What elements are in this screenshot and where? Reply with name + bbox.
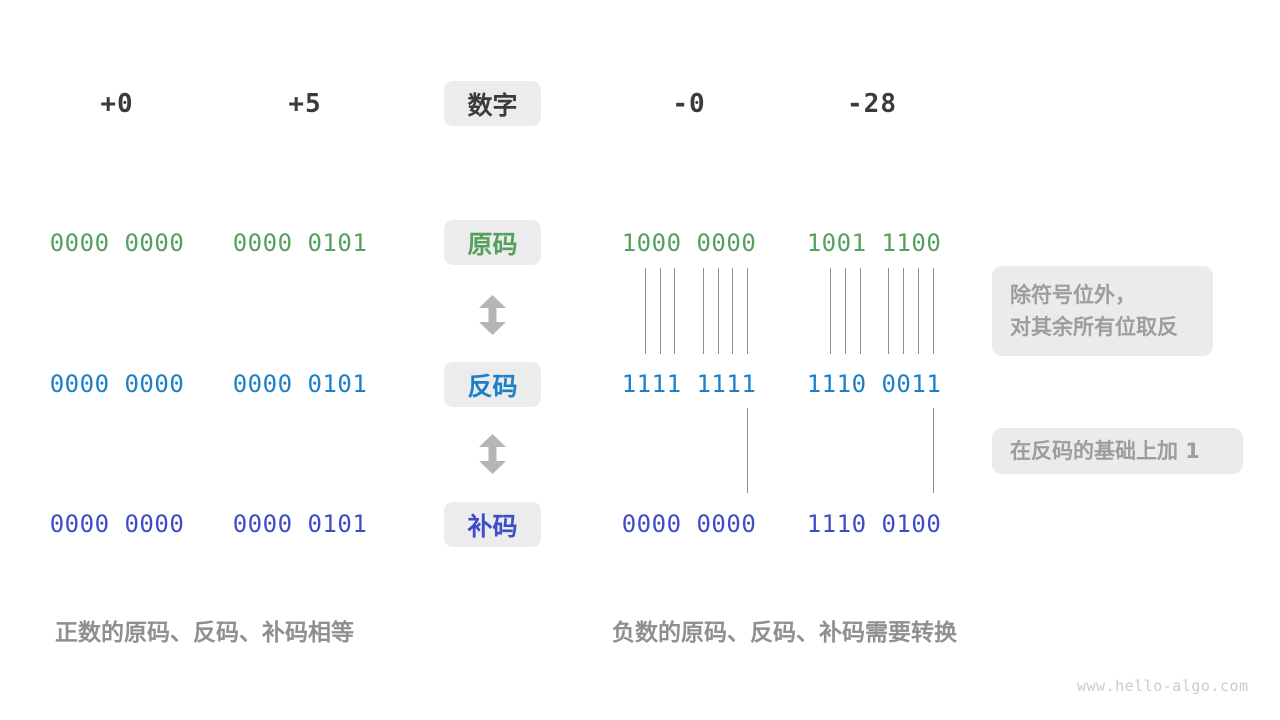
double-arrow-icon — [479, 434, 506, 474]
twos-complement-minus0: 0000 0000 — [621, 510, 757, 538]
bit-line — [674, 268, 675, 354]
header-number-plus0: +0 — [100, 89, 134, 119]
add-one-note: 在反码的基础上加 1 — [992, 428, 1243, 474]
bit-line — [747, 268, 748, 354]
twos-complement-plus5: 0000 0101 — [232, 510, 368, 538]
sign-magnitude-pill: 原码 — [444, 220, 541, 265]
ones-complement-plus0: 0000 0000 — [49, 370, 185, 398]
watermark: www.hello-algo.com — [1077, 677, 1249, 695]
bit-line — [703, 268, 704, 354]
ones-complement-plus5: 0000 0101 — [232, 370, 368, 398]
ones-complement-minus0: 1111 1111 — [621, 370, 757, 398]
ones-complement-minus28: 1110 0011 — [806, 370, 942, 398]
sign-magnitude-minus0: 1000 0000 — [621, 229, 757, 257]
sign-magnitude-plus0: 0000 0000 — [49, 229, 185, 257]
bit-line — [732, 268, 733, 354]
bit-line — [888, 268, 889, 354]
number-label: 数字 — [467, 90, 518, 120]
ones-complement-label: 反码 — [467, 371, 518, 401]
bit-line — [918, 268, 919, 354]
header-number-minus0: -0 — [672, 89, 706, 119]
bit-line — [903, 268, 904, 354]
flip-bits-note: 除符号位外， 对其余所有位取反 — [992, 266, 1213, 356]
header-number-plus5: +5 — [288, 89, 322, 119]
bit-line — [860, 268, 861, 354]
bit-line — [718, 268, 719, 354]
bit-line — [830, 268, 831, 354]
sign-magnitude-label: 原码 — [467, 229, 518, 259]
negative-numbers-caption: 负数的原码、反码、补码需要转换 — [612, 620, 957, 646]
bit-line — [660, 268, 661, 354]
bit-line — [933, 268, 934, 354]
positive-numbers-caption: 正数的原码、反码、补码相等 — [55, 620, 354, 646]
ones-complement-pill: 反码 — [444, 362, 541, 407]
flip-bits-note-text: 除符号位外， 对其余所有位取反 — [1010, 283, 1178, 339]
header-number-minus28: -28 — [847, 89, 897, 119]
bit-line — [645, 268, 646, 354]
twos-complement-pill: 补码 — [444, 502, 541, 547]
sign-magnitude-plus5: 0000 0101 — [232, 229, 368, 257]
twos-complement-label: 补码 — [467, 511, 518, 541]
double-arrow-icon — [479, 295, 506, 335]
bit-line — [747, 408, 748, 493]
bit-line — [933, 408, 934, 493]
sign-magnitude-minus28: 1001 1100 — [806, 229, 942, 257]
bit-line — [845, 268, 846, 354]
add-one-note-text: 在反码的基础上加 1 — [1010, 439, 1200, 463]
twos-complement-plus0: 0000 0000 — [49, 510, 185, 538]
number-label-pill: 数字 — [444, 81, 541, 126]
twos-complement-minus28: 1110 0100 — [806, 510, 942, 538]
